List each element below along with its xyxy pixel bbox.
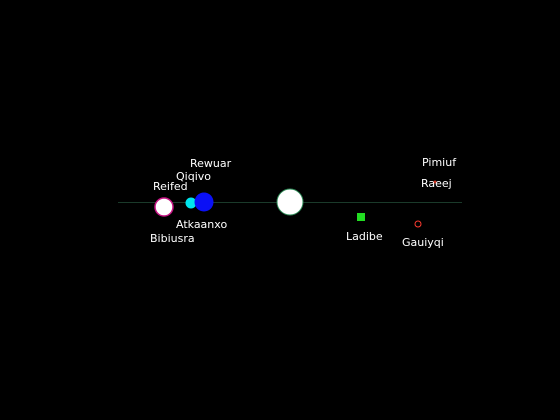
label-gauiyqi: Gauiyqi [402,236,444,249]
central-star[interactable] [276,188,304,216]
label-ladibe: Ladibe [346,230,383,243]
label-atkaanxo: Atkaanxo [176,218,228,231]
planet-bibiusra[interactable] [154,197,174,217]
label-pimiuf: Pimiuf [422,156,457,169]
label-bibiusra: Bibiusra [150,232,195,245]
planet-atkaanxo[interactable] [185,197,197,209]
label-qiqivo: Qiqivo [176,170,211,183]
label-reifed: Reifed [153,180,188,193]
planet-gauiyqi[interactable] [414,220,422,228]
planet-rewuar[interactable] [194,192,214,212]
planet-raeej[interactable] [433,180,437,184]
label-rewuar: Rewuar [190,157,232,170]
planet-ladibe[interactable] [357,213,365,221]
label-raeej: Raeej [421,177,452,190]
